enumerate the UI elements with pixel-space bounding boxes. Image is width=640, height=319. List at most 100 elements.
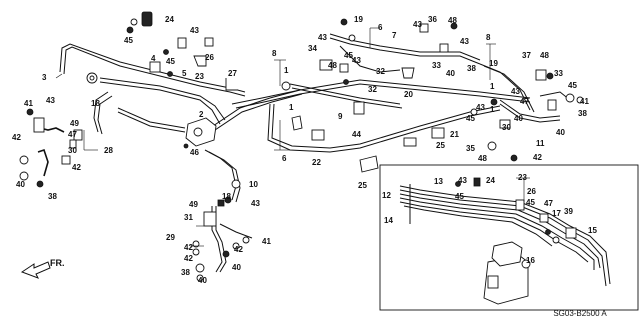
- callout-10[interactable]: 10: [249, 180, 258, 189]
- callout-31[interactable]: 31: [184, 213, 193, 222]
- callout-40e[interactable]: 40: [514, 114, 523, 123]
- callout-43e[interactable]: 43: [352, 56, 361, 65]
- callout-17[interactable]: 17: [552, 209, 561, 218]
- callout-35[interactable]: 35: [466, 144, 475, 153]
- callout-43[interactable]: 43: [190, 26, 199, 35]
- callout-43j[interactable]: 43: [458, 176, 467, 185]
- brake-components: [19, 11, 584, 282]
- callout-42b[interactable]: 42: [72, 163, 81, 172]
- callout-24b[interactable]: 24: [486, 176, 495, 185]
- callout-15[interactable]: 15: [588, 226, 597, 235]
- callout-1d[interactable]: 1: [490, 105, 495, 114]
- callout-43g[interactable]: 43: [460, 37, 469, 46]
- callout-43i[interactable]: 43: [511, 87, 520, 96]
- callout-23[interactable]: 23: [195, 72, 204, 81]
- callout-26[interactable]: 26: [205, 53, 214, 62]
- callout-30b[interactable]: 30: [502, 123, 511, 132]
- callout-28[interactable]: 28: [104, 146, 113, 155]
- callout-43c[interactable]: 43: [251, 199, 260, 208]
- callout-19b[interactable]: 19: [489, 59, 498, 68]
- callout-21[interactable]: 21: [450, 130, 459, 139]
- callout-8b[interactable]: 8: [486, 33, 491, 42]
- callout-43b[interactable]: 43: [46, 96, 55, 105]
- callout-43d[interactable]: 43: [318, 33, 327, 42]
- callout-38d[interactable]: 38: [578, 109, 587, 118]
- callout-40f[interactable]: 40: [556, 128, 565, 137]
- callout-40[interactable]: 40: [16, 180, 25, 189]
- callout-19[interactable]: 19: [354, 15, 363, 24]
- callout-48[interactable]: 48: [328, 61, 337, 70]
- callout-44[interactable]: 44: [352, 130, 361, 139]
- callout-38[interactable]: 38: [48, 192, 57, 201]
- callout-32[interactable]: 32: [376, 67, 385, 76]
- callout-48b[interactable]: 48: [448, 16, 457, 25]
- callout-42d[interactable]: 42: [184, 254, 193, 263]
- callout-41[interactable]: 41: [24, 99, 33, 108]
- callout-30[interactable]: 30: [68, 146, 77, 155]
- callout-38c[interactable]: 38: [467, 64, 476, 73]
- callout-46[interactable]: 46: [190, 148, 199, 157]
- callout-41c[interactable]: 41: [580, 97, 589, 106]
- callout-1b[interactable]: 1: [289, 103, 294, 112]
- callout-13[interactable]: 13: [434, 177, 443, 186]
- callout-8[interactable]: 8: [272, 49, 277, 58]
- callout-45d[interactable]: 45: [466, 114, 475, 123]
- callout-23b[interactable]: 23: [518, 173, 527, 182]
- callout-45f[interactable]: 45: [455, 192, 464, 201]
- callout-3[interactable]: 3: [42, 73, 47, 82]
- callout-14[interactable]: 14: [384, 216, 393, 225]
- callout-48c[interactable]: 48: [478, 154, 487, 163]
- callout-42e[interactable]: 42: [234, 245, 243, 254]
- callout-33[interactable]: 33: [432, 61, 441, 70]
- callout-1[interactable]: 1: [284, 66, 289, 75]
- callout-45c[interactable]: 45: [344, 51, 353, 60]
- callout-45b[interactable]: 45: [166, 57, 175, 66]
- callout-24[interactable]: 24: [165, 15, 174, 24]
- callout-6b[interactable]: 6: [378, 23, 383, 32]
- callout-2[interactable]: 2: [199, 110, 204, 119]
- callout-42[interactable]: 42: [12, 133, 21, 142]
- callout-9[interactable]: 9: [338, 112, 343, 121]
- callout-20[interactable]: 20: [404, 90, 413, 99]
- callout-25b[interactable]: 25: [436, 141, 445, 150]
- callout-42c[interactable]: 42: [184, 243, 193, 252]
- callout-43f[interactable]: 43: [413, 20, 422, 29]
- callout-36[interactable]: 36: [428, 15, 437, 24]
- callout-27[interactable]: 27: [228, 69, 237, 78]
- callout-34[interactable]: 34: [308, 44, 317, 53]
- callout-6[interactable]: 6: [282, 154, 287, 163]
- callout-40d[interactable]: 40: [446, 69, 455, 78]
- callout-47[interactable]: 47: [68, 130, 77, 139]
- callout-12[interactable]: 12: [382, 191, 391, 200]
- callout-47c[interactable]: 47: [544, 199, 553, 208]
- callout-18[interactable]: 18: [91, 99, 100, 108]
- callout-16[interactable]: 16: [526, 256, 535, 265]
- callout-37[interactable]: 37: [522, 51, 531, 60]
- callout-45[interactable]: 45: [124, 36, 133, 45]
- callout-18b[interactable]: 18: [222, 192, 231, 201]
- callout-42f[interactable]: 42: [533, 153, 542, 162]
- callout-4[interactable]: 4: [151, 54, 156, 63]
- callout-40c[interactable]: 40: [198, 276, 207, 285]
- callout-11[interactable]: 11: [536, 139, 545, 148]
- callout-33b[interactable]: 33: [554, 69, 563, 78]
- callout-25[interactable]: 25: [358, 181, 367, 190]
- callout-5[interactable]: 5: [182, 69, 187, 78]
- callout-47b[interactable]: 47: [520, 97, 529, 106]
- callout-29[interactable]: 29: [166, 233, 175, 242]
- callout-40b[interactable]: 40: [232, 263, 241, 272]
- callout-49[interactable]: 49: [70, 119, 79, 128]
- callout-39[interactable]: 39: [564, 207, 573, 216]
- callout-38b[interactable]: 38: [181, 268, 190, 277]
- callout-49b[interactable]: 49: [189, 200, 198, 209]
- callout-32b[interactable]: 32: [368, 85, 377, 94]
- callout-7[interactable]: 7: [392, 31, 397, 40]
- callout-48d[interactable]: 48: [540, 51, 549, 60]
- callout-41b[interactable]: 41: [262, 237, 271, 246]
- callout-26b[interactable]: 26: [527, 187, 536, 196]
- callout-22[interactable]: 22: [312, 158, 321, 167]
- callout-45g[interactable]: 45: [526, 198, 535, 207]
- callout-43h[interactable]: 43: [476, 103, 485, 112]
- callout-45e[interactable]: 45: [568, 81, 577, 90]
- callout-1c[interactable]: 1: [490, 82, 495, 91]
